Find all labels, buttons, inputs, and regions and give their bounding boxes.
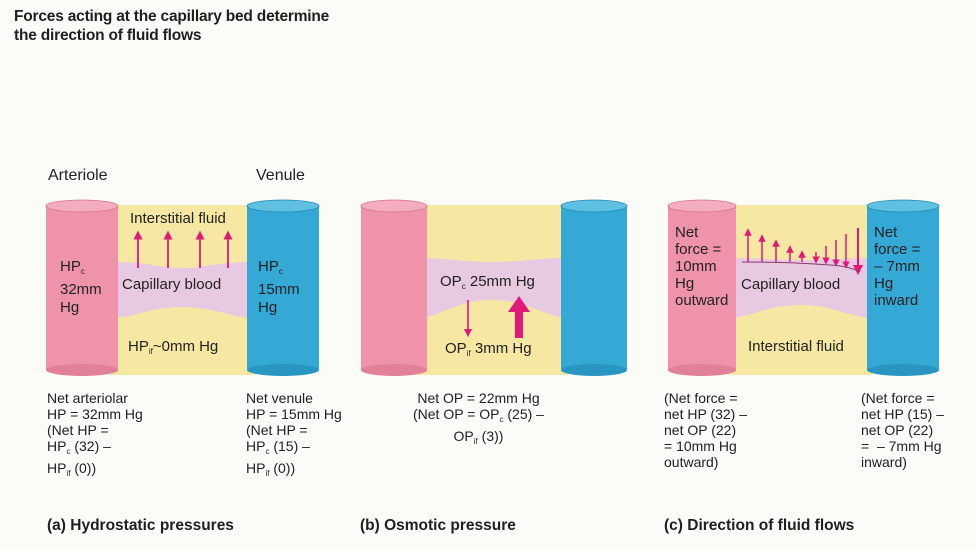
- caption-c: (c) Direction of fluid flows: [664, 517, 855, 534]
- capillary-b: [418, 258, 568, 318]
- op-c-label: OPc 25mm Hg: [440, 273, 535, 291]
- caption-b: (b) Osmotic pressure: [360, 517, 516, 534]
- outward-arrows-a: [133, 230, 233, 268]
- net-venule-note: Net venule HP = 15mm Hg (Net HP = HPc (1…: [246, 390, 342, 478]
- caption-a: (a) Hydrostatic pressures: [47, 517, 234, 534]
- capillary-a: [110, 262, 255, 318]
- right-net-force-label: Net force = – 7mm Hg inward: [874, 224, 921, 309]
- op-c-arrow: [508, 296, 530, 338]
- arteriole-vessel-b: [360, 199, 428, 376]
- hp-if-label: HPif~0mm Hg: [128, 338, 219, 356]
- capillary-blood-label-c: Capillary blood: [741, 276, 841, 293]
- net-force-note-left: (Net force = net HP (32) – net OP (22) =…: [664, 390, 748, 470]
- venule-vessel: [246, 199, 320, 376]
- op-if-label: OPif 3mm Hg: [445, 340, 532, 358]
- venule-label: Venule: [256, 167, 305, 184]
- net-force-note-right: (Net force = net HP (15) – net OP (22) =…: [861, 390, 945, 470]
- arteriole-vessel-c: [667, 199, 737, 376]
- title-line-1: Forces acting at the capillary bed deter…: [14, 8, 330, 25]
- venule-vessel-c: [866, 199, 940, 376]
- panel-b: [360, 199, 628, 376]
- panel-a: [45, 199, 320, 376]
- interstitial-fluid-label-c: Interstitial fluid: [748, 338, 844, 355]
- capillary-blood-label: Capillary blood: [122, 276, 222, 293]
- arteriole-vessel: [45, 199, 119, 376]
- page-title: Forces acting at the capillary bed deter…: [14, 7, 329, 45]
- arteriole-label: Arteriole: [48, 167, 108, 184]
- inward-arrows-c: [812, 228, 863, 275]
- panel-c: [667, 199, 940, 376]
- flow-curve: [741, 261, 861, 273]
- net-arteriolar-note: Net arteriolar HP = 32mm Hg (Net HP = HP…: [47, 390, 143, 478]
- venule-vessel-b: [560, 199, 628, 376]
- left-net-force-label: Net force = 10mm Hg outward: [675, 224, 729, 309]
- outward-arrows-c: [744, 228, 806, 262]
- interstitial-fluid-label: Interstitial fluid: [130, 210, 226, 227]
- capillary-c: [728, 258, 873, 318]
- title-line-2: the direction of fluid flows: [14, 27, 202, 44]
- net-op-note: Net OP = 22mm Hg (Net OP = OPc (25) – OP…: [413, 390, 544, 446]
